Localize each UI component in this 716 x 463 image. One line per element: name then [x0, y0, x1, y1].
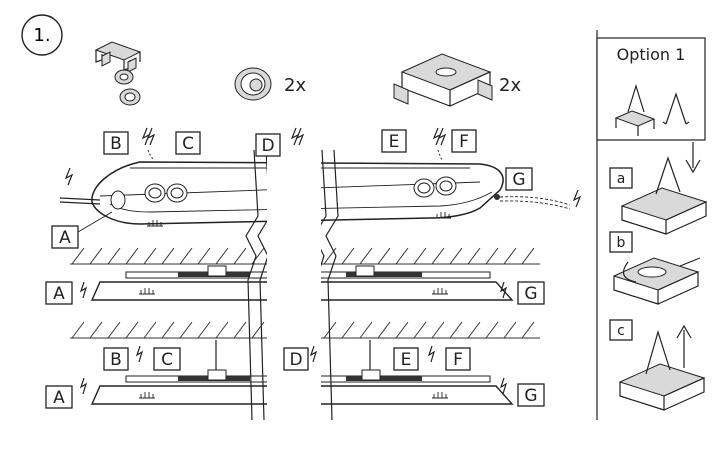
step-number: 1.	[33, 25, 50, 46]
cable-gland-icon	[114, 69, 141, 106]
spring-clip-icon	[662, 92, 690, 125]
mounting-bracket-small-icon	[94, 41, 142, 73]
svg-text:B: B	[110, 134, 122, 154]
svg-text:G: G	[524, 386, 537, 406]
svg-text:E: E	[389, 132, 400, 152]
svg-text:E: E	[401, 350, 412, 370]
label-E-low: E	[393, 347, 419, 371]
option-step-a: a	[617, 171, 626, 187]
option-title: Option 1	[617, 45, 686, 64]
svg-text:F: F	[453, 350, 463, 370]
label-G-top: G	[505, 167, 533, 191]
label-A-mid: A	[45, 281, 73, 305]
svg-text:G: G	[524, 284, 537, 304]
option-step-b: b	[617, 235, 626, 251]
option-step-c: c	[617, 323, 625, 339]
label-C-low: C	[153, 347, 181, 371]
label-F-low: F	[445, 347, 471, 371]
svg-text:G: G	[512, 170, 525, 190]
label-A-low: A	[45, 385, 73, 409]
svg-text:B: B	[110, 350, 122, 370]
svg-text:F: F	[459, 132, 469, 152]
step-b-illustration	[612, 257, 701, 305]
svg-text:C: C	[182, 134, 194, 154]
label-D-low: D	[283, 347, 309, 371]
label-D-top: D	[255, 133, 281, 157]
label-B-low: B	[103, 347, 129, 371]
label-E-top: E	[381, 129, 407, 153]
svg-text:C: C	[161, 350, 173, 370]
label-F-top: F	[451, 129, 477, 153]
svg-text:D: D	[289, 350, 302, 370]
step-c-illustration	[618, 329, 706, 411]
svg-text:D: D	[261, 136, 274, 156]
break-lines	[245, 149, 339, 421]
seal-plug-icon	[234, 67, 272, 101]
seal-quantity: 2x	[284, 75, 306, 96]
svg-text:A: A	[53, 284, 65, 304]
label-G-mid: G	[517, 281, 545, 305]
label-A-top: A	[51, 211, 113, 249]
step-a-illustration	[620, 156, 708, 235]
label-B-top: B	[103, 131, 129, 155]
option-panel: Option 1 a b c	[596, 30, 708, 420]
hanger-bracket-icon	[614, 83, 656, 136]
bracket-quantity: 2x	[499, 75, 521, 96]
mounting-bracket-large-icon	[393, 53, 493, 107]
step-badge: 1.	[21, 14, 63, 56]
label-C-top: C	[175, 131, 201, 155]
svg-text:A: A	[59, 228, 71, 248]
label-G-low: G	[517, 383, 545, 407]
svg-text:A: A	[53, 388, 65, 408]
cable-entry-icons	[64, 127, 582, 208]
